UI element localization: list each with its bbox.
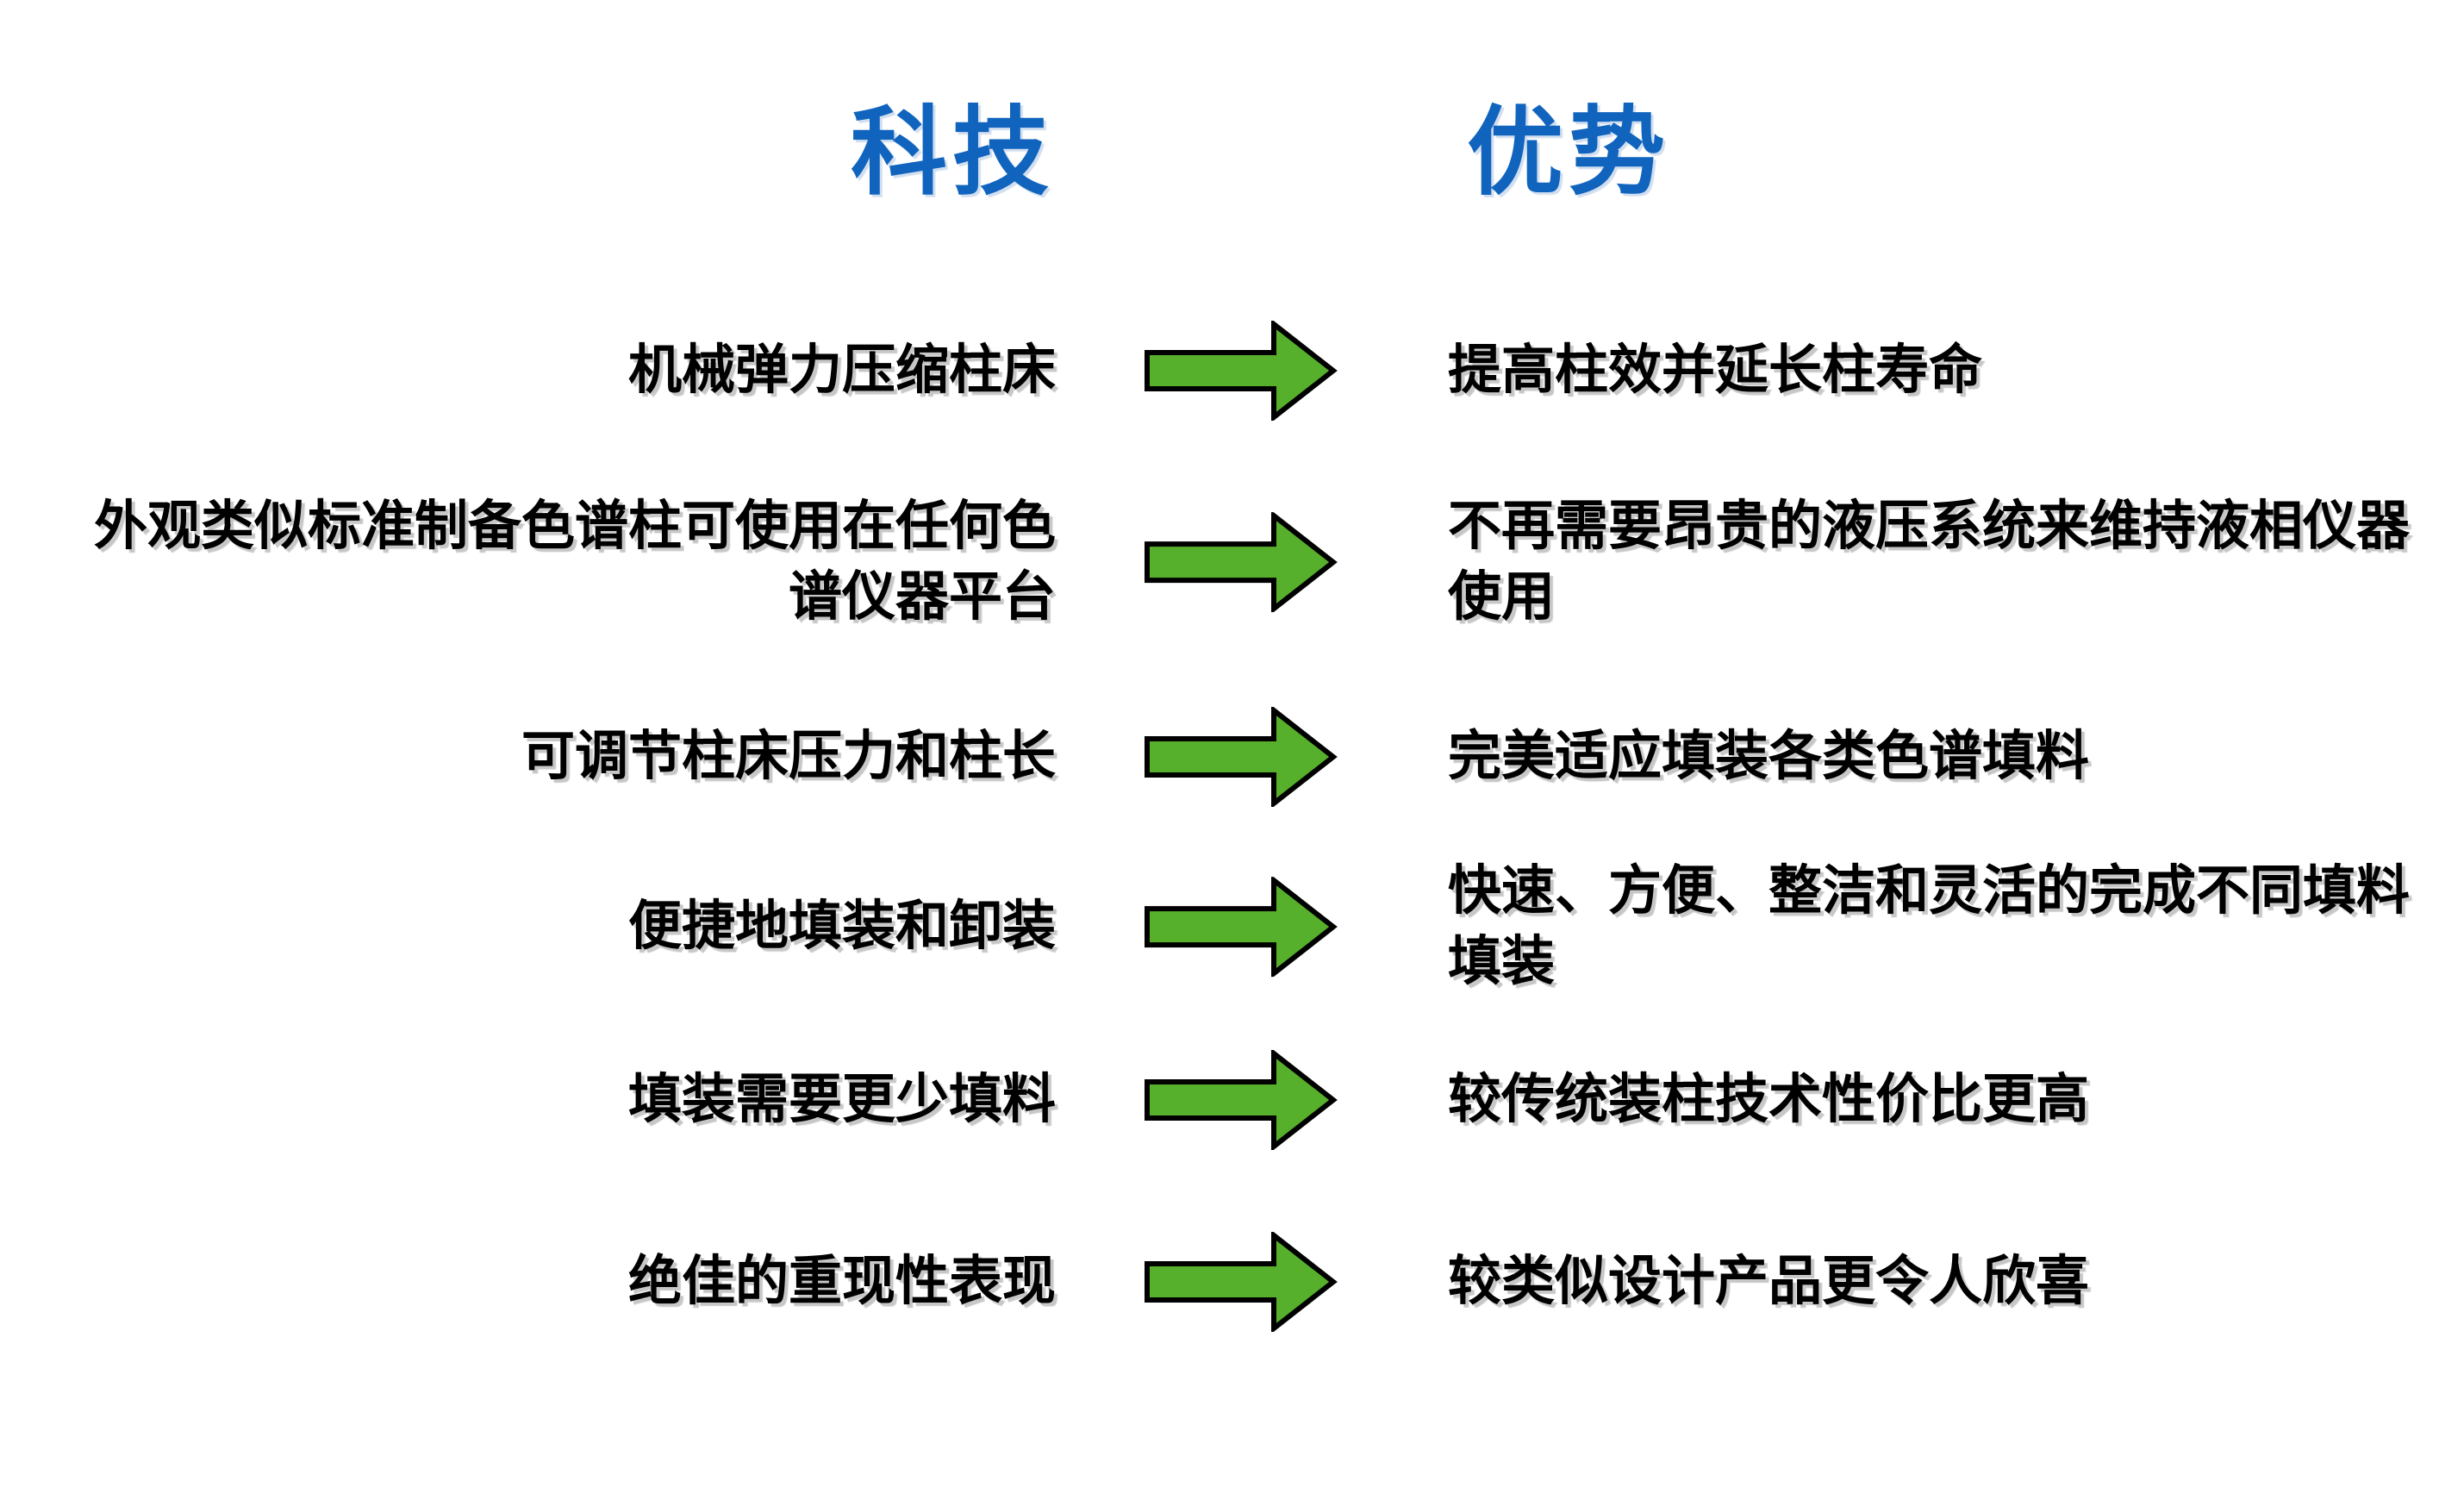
right-block-arrow-icon <box>1145 1050 1338 1150</box>
feature-row: 便捷地填装和卸装 快速、方便、整洁和灵活的完成不同填料填装 <box>0 856 2464 997</box>
tech-item: 可调节柱床压力和柱长 <box>521 727 1056 787</box>
advantage-item: 较传统装柱技术性价比更高 <box>1448 1070 2090 1130</box>
advantage-item: 快速、方便、整洁和灵活的完成不同填料填装 <box>1448 861 2411 991</box>
advantage-item: 较类似设计产品更令人欣喜 <box>1448 1252 2090 1312</box>
feature-row: 外观类似标准制备色谱柱可使用在任何色谱仪器平台 不再需要昂贵的液压系统来维持液相… <box>0 491 2464 633</box>
advantage-item: 完美适应填装各类色谱填料 <box>1448 727 2090 787</box>
right-block-arrow-icon <box>1145 321 1338 421</box>
advantage-column-title: 优势 <box>1467 98 1670 206</box>
advantage-item: 提高柱效并延长柱寿命 <box>1448 341 1983 401</box>
right-block-arrow-icon <box>1145 1232 1338 1332</box>
feature-row: 填装需要更少填料 较传统装柱技术性价比更高 <box>0 1050 2464 1150</box>
feature-row: 机械弹力压缩柱床 提高柱效并延长柱寿命 <box>0 321 2464 421</box>
feature-row: 可调节柱床压力和柱长 完美适应填装各类色谱填料 <box>0 707 2464 807</box>
tech-item: 机械弹力压缩柱床 <box>627 341 1056 401</box>
tech-item: 外观类似标准制备色谱柱可使用在任何色谱仪器平台 <box>93 497 1056 627</box>
right-block-arrow-icon <box>1145 707 1338 807</box>
tech-column-title: 科技 <box>851 98 1054 206</box>
right-block-arrow-icon <box>1145 877 1338 977</box>
advantage-item: 不再需要昂贵的液压系统来维持液相仪器使用 <box>1448 497 2411 627</box>
right-block-arrow-icon <box>1145 512 1338 612</box>
tech-item: 填装需要更少填料 <box>627 1070 1056 1130</box>
tech-item: 绝佳的重现性表现 <box>627 1252 1056 1312</box>
feature-row: 绝佳的重现性表现 较类似设计产品更令人欣喜 <box>0 1232 2464 1332</box>
tech-item: 便捷地填装和卸装 <box>627 897 1056 957</box>
